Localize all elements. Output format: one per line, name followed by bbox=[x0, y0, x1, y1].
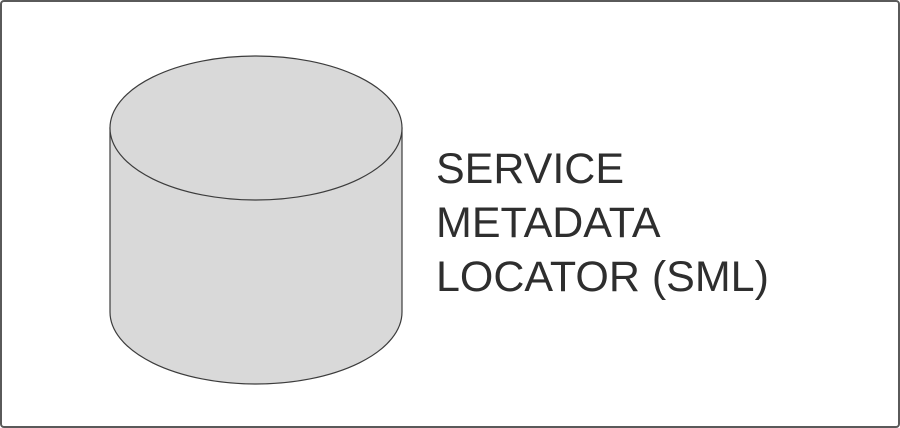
node-label: SERVICE METADATA LOCATOR (SML) bbox=[436, 142, 769, 304]
cylinder-top bbox=[109, 55, 403, 201]
label-line-3: LOCATOR (SML) bbox=[436, 253, 769, 301]
label-line-1: SERVICE bbox=[436, 145, 624, 193]
cylinder-body bbox=[109, 127, 403, 385]
cylinder-icon bbox=[109, 55, 403, 385]
label-line-2: METADATA bbox=[436, 199, 661, 247]
